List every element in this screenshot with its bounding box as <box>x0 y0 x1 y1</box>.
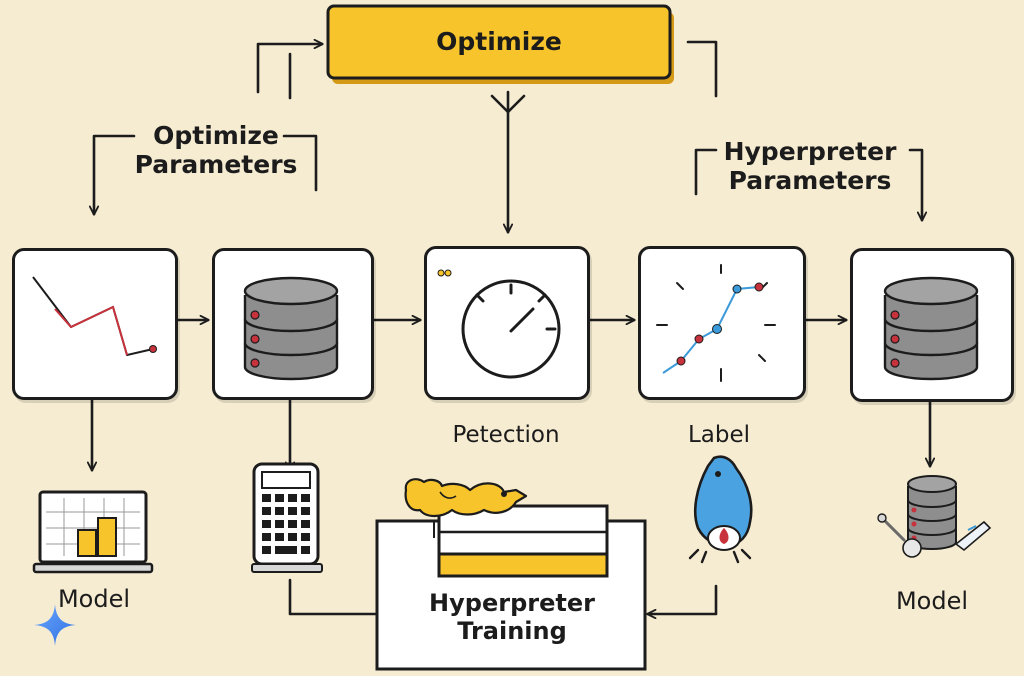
training-line1: Hyperpreter <box>429 589 595 617</box>
optimize-parameters-label: Optimize Parameters <box>118 121 314 180</box>
petection-label: Petection <box>452 422 560 448</box>
calculator-icon <box>248 460 326 578</box>
training-line2: Training <box>457 616 567 645</box>
model-right-label: Model <box>895 587 969 615</box>
blue-creature-icon <box>684 452 768 568</box>
label-label: Label <box>687 422 751 448</box>
line-chart-icon <box>32 276 157 356</box>
model-left-label: Model <box>57 585 131 613</box>
database-card-2 <box>850 248 1014 402</box>
scatter-chart-icon <box>656 264 776 382</box>
optimize-parameters-line2: Parameters <box>134 149 298 179</box>
yellow-bird-icon <box>400 472 532 522</box>
optimize-box-label: Optimize <box>436 27 562 56</box>
gauge-card <box>424 246 590 400</box>
hyperpreter-parameters-label: Hyperpreter Parameters <box>712 137 908 196</box>
hyperpreter-parameters-line1: Hyperpreter <box>723 137 897 166</box>
database-card <box>212 248 374 400</box>
scatter-chart-card <box>638 246 806 400</box>
database-tools-icon <box>872 470 996 562</box>
database-icon <box>883 276 979 381</box>
gauge-icon <box>437 269 561 379</box>
line-chart-card <box>12 248 178 400</box>
sparkle-icon <box>32 602 78 648</box>
progress-stack <box>436 500 612 582</box>
optimize-box: Optimize <box>326 4 678 86</box>
training-label: Hyperpreter Training <box>374 589 650 645</box>
bar-chart-monitor-icon <box>32 488 156 578</box>
hyperpreter-parameters-line2: Parameters <box>728 165 892 195</box>
database-icon <box>243 276 339 381</box>
optimize-parameters-line1: Optimize <box>153 121 279 150</box>
